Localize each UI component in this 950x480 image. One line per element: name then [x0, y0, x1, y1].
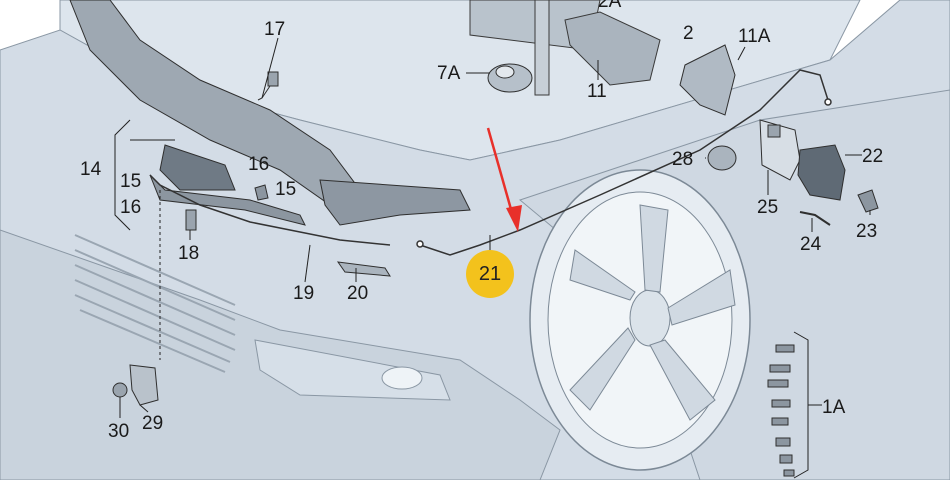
part-label-19: 19	[293, 283, 315, 304]
part-label-2a: 2A	[598, 0, 622, 12]
fog-light	[254, 339, 451, 401]
release-cable	[416, 69, 832, 256]
part-label-15-left: 15	[120, 171, 142, 192]
part-label-11a: 11A	[738, 26, 771, 47]
part-label-16-left: 16	[120, 197, 142, 218]
part-label-20: 20	[347, 283, 369, 304]
leader-lines	[114, 37, 871, 479]
small-parts	[112, 44, 879, 477]
part-label-29: 29	[142, 413, 164, 434]
bowden-cable-19	[149, 174, 391, 246]
part-label-14: 14	[80, 159, 102, 180]
part-label-22: 22	[862, 146, 884, 167]
part-label-25: 25	[757, 197, 779, 218]
part-label-1a: 1A	[822, 397, 846, 418]
part-label-2: 2	[683, 23, 694, 44]
part-label-16-center: 16	[248, 154, 270, 175]
hood-latch	[149, 144, 306, 226]
part-label-24: 24	[800, 234, 822, 255]
support-strut	[469, 0, 661, 96]
highlighted-part-badge: 21	[466, 250, 514, 298]
part-label-28: 28	[672, 149, 694, 170]
pointer-arrow	[486, 127, 522, 232]
part-label-15-center: 15	[275, 179, 297, 200]
part-label-18: 18	[178, 243, 200, 264]
grille	[74, 234, 236, 373]
wheel	[529, 169, 751, 471]
part-label-23: 23	[856, 221, 878, 242]
part-label-17: 17	[264, 19, 286, 40]
part-label-7a: 7A	[437, 63, 461, 84]
wiring-harness	[69, 0, 471, 226]
part-label-11: 11	[587, 81, 607, 102]
part-label-30: 30	[108, 421, 130, 442]
